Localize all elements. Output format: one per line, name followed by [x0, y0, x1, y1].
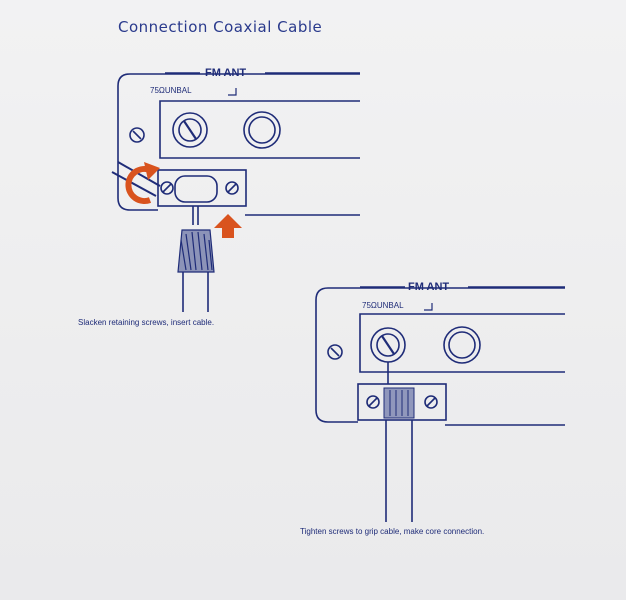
cable-braid [177, 229, 215, 273]
antenna-socket-icon [172, 112, 208, 148]
panel-2 [315, 286, 565, 522]
panel-2-impedance-label: 75ΩUNBAL [362, 301, 404, 310]
panel-1-ant-label: FM ANT [205, 67, 246, 79]
panel-2-ant-label: FM ANT [408, 281, 449, 293]
screw-icon [327, 344, 343, 360]
panel-1-impedance-label: 75ΩUNBAL [150, 86, 192, 95]
up-arrow-icon [214, 214, 242, 238]
rotate-arrow-icon [125, 162, 160, 204]
antenna-socket-icon [370, 327, 406, 363]
page-title: Connection Coaxial Cable [118, 18, 323, 36]
caption-tighten: Tighten screws to grip cable, make core … [300, 527, 485, 536]
caption-slacken: Slacken retaining screws, insert cable. [78, 318, 215, 327]
screw-icon [129, 127, 145, 143]
panel-1 [111, 72, 360, 312]
cable-braid [383, 387, 415, 419]
